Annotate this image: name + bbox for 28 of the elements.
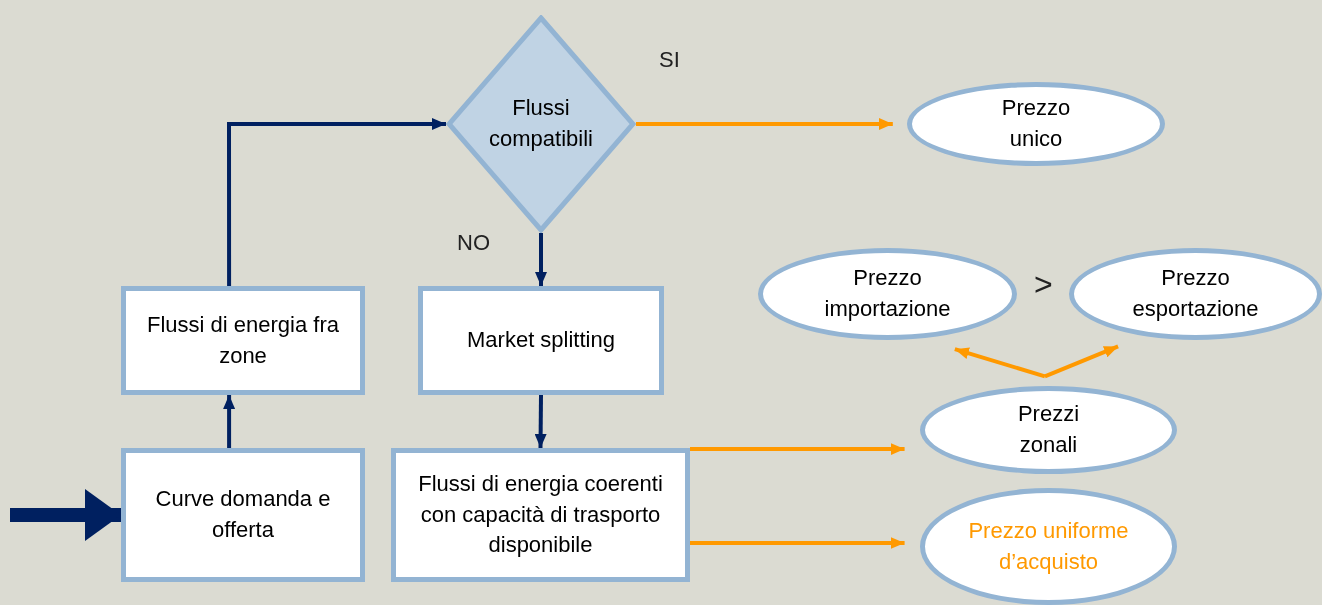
process-box bbox=[418, 286, 664, 395]
arrow bbox=[1044, 344, 1119, 379]
arrow bbox=[690, 537, 905, 549]
node-text: Curve domanda e offerta bbox=[154, 485, 332, 544]
arrow bbox=[535, 233, 547, 286]
arrow bbox=[690, 443, 905, 456]
arrow bbox=[223, 395, 236, 448]
edge-label: NO bbox=[457, 232, 490, 254]
node-text: Prezzo importazione bbox=[823, 264, 952, 323]
node-text: Prezzi zonali bbox=[1016, 400, 1081, 459]
decision-diamond bbox=[446, 15, 636, 233]
node-text: Prezzo uniforme d’acquisto bbox=[967, 516, 1130, 576]
node-text: Flussi di energia coerenti con capacità di trasporto disponibile bbox=[417, 469, 664, 560]
arrow bbox=[954, 347, 1046, 379]
process-box bbox=[121, 286, 365, 395]
edge-label: SI bbox=[659, 49, 680, 71]
arrow bbox=[227, 118, 446, 286]
node-text: Market splitting bbox=[467, 326, 615, 355]
process-box bbox=[391, 448, 690, 582]
node-text: Prezzo esportazione bbox=[1131, 264, 1260, 323]
node-text: Flussi compatibili bbox=[488, 94, 594, 153]
node-text: Prezzo unico bbox=[1000, 94, 1072, 153]
arrow bbox=[534, 394, 547, 449]
process-box bbox=[121, 448, 365, 582]
node-text: Flussi di energia fra zone bbox=[147, 310, 339, 370]
comparison-sign: > bbox=[1034, 268, 1053, 300]
block-arrow bbox=[10, 489, 121, 541]
arrow bbox=[636, 118, 893, 130]
